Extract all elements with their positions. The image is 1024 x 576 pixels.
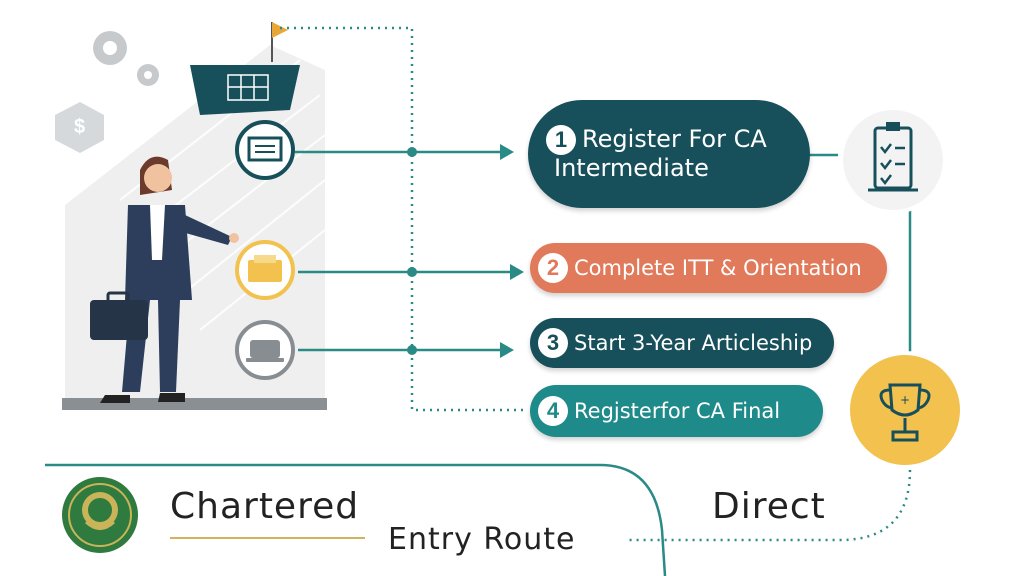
emblem-logo	[62, 477, 138, 553]
step-2-label: Complete ITT & Orientation	[574, 255, 862, 280]
step-4-number: 4	[538, 396, 568, 426]
step-4-label: Regjsterfor CA Final	[574, 398, 781, 423]
step-1-label-line2: Intermediate	[554, 154, 709, 183]
footer-subtitle: Entry Route	[388, 522, 576, 557]
step-4-pill[interactable]: 4 Regjsterfor CA Final	[530, 385, 823, 437]
step-3-pill[interactable]: 3 Start 3-Year Articleship	[530, 318, 834, 368]
footer-title-right: Direct	[712, 486, 826, 527]
step-2-number: 2	[538, 253, 568, 283]
laptop-icon	[235, 320, 295, 380]
trophy-icon: +	[846, 351, 964, 469]
presentation-icon	[235, 120, 295, 180]
folder-icon	[235, 240, 295, 300]
gear-icon	[93, 31, 159, 86]
dollar-hexagon	[55, 102, 104, 153]
step-1-pill[interactable]: 1 Register For CA Intermediate	[528, 100, 810, 208]
businesswoman-figure	[90, 156, 239, 403]
step-1-number: 1	[546, 125, 576, 156]
flag-icon	[272, 22, 288, 38]
map-icon	[190, 65, 300, 115]
checklist-icon	[839, 106, 947, 214]
footer-title-left: Chartered	[170, 486, 360, 527]
step-3-label: Start 3-Year Articleship	[574, 330, 813, 355]
svg-text:+: +	[900, 393, 910, 407]
briefcase	[90, 300, 148, 340]
dollar-sign: $	[74, 116, 86, 138]
step-3-number: 3	[538, 328, 568, 358]
step-2-pill[interactable]: 2 Complete ITT & Orientation	[530, 243, 887, 293]
floor-bar	[62, 398, 327, 410]
step-1-label-line1: Register For CA	[582, 125, 767, 154]
